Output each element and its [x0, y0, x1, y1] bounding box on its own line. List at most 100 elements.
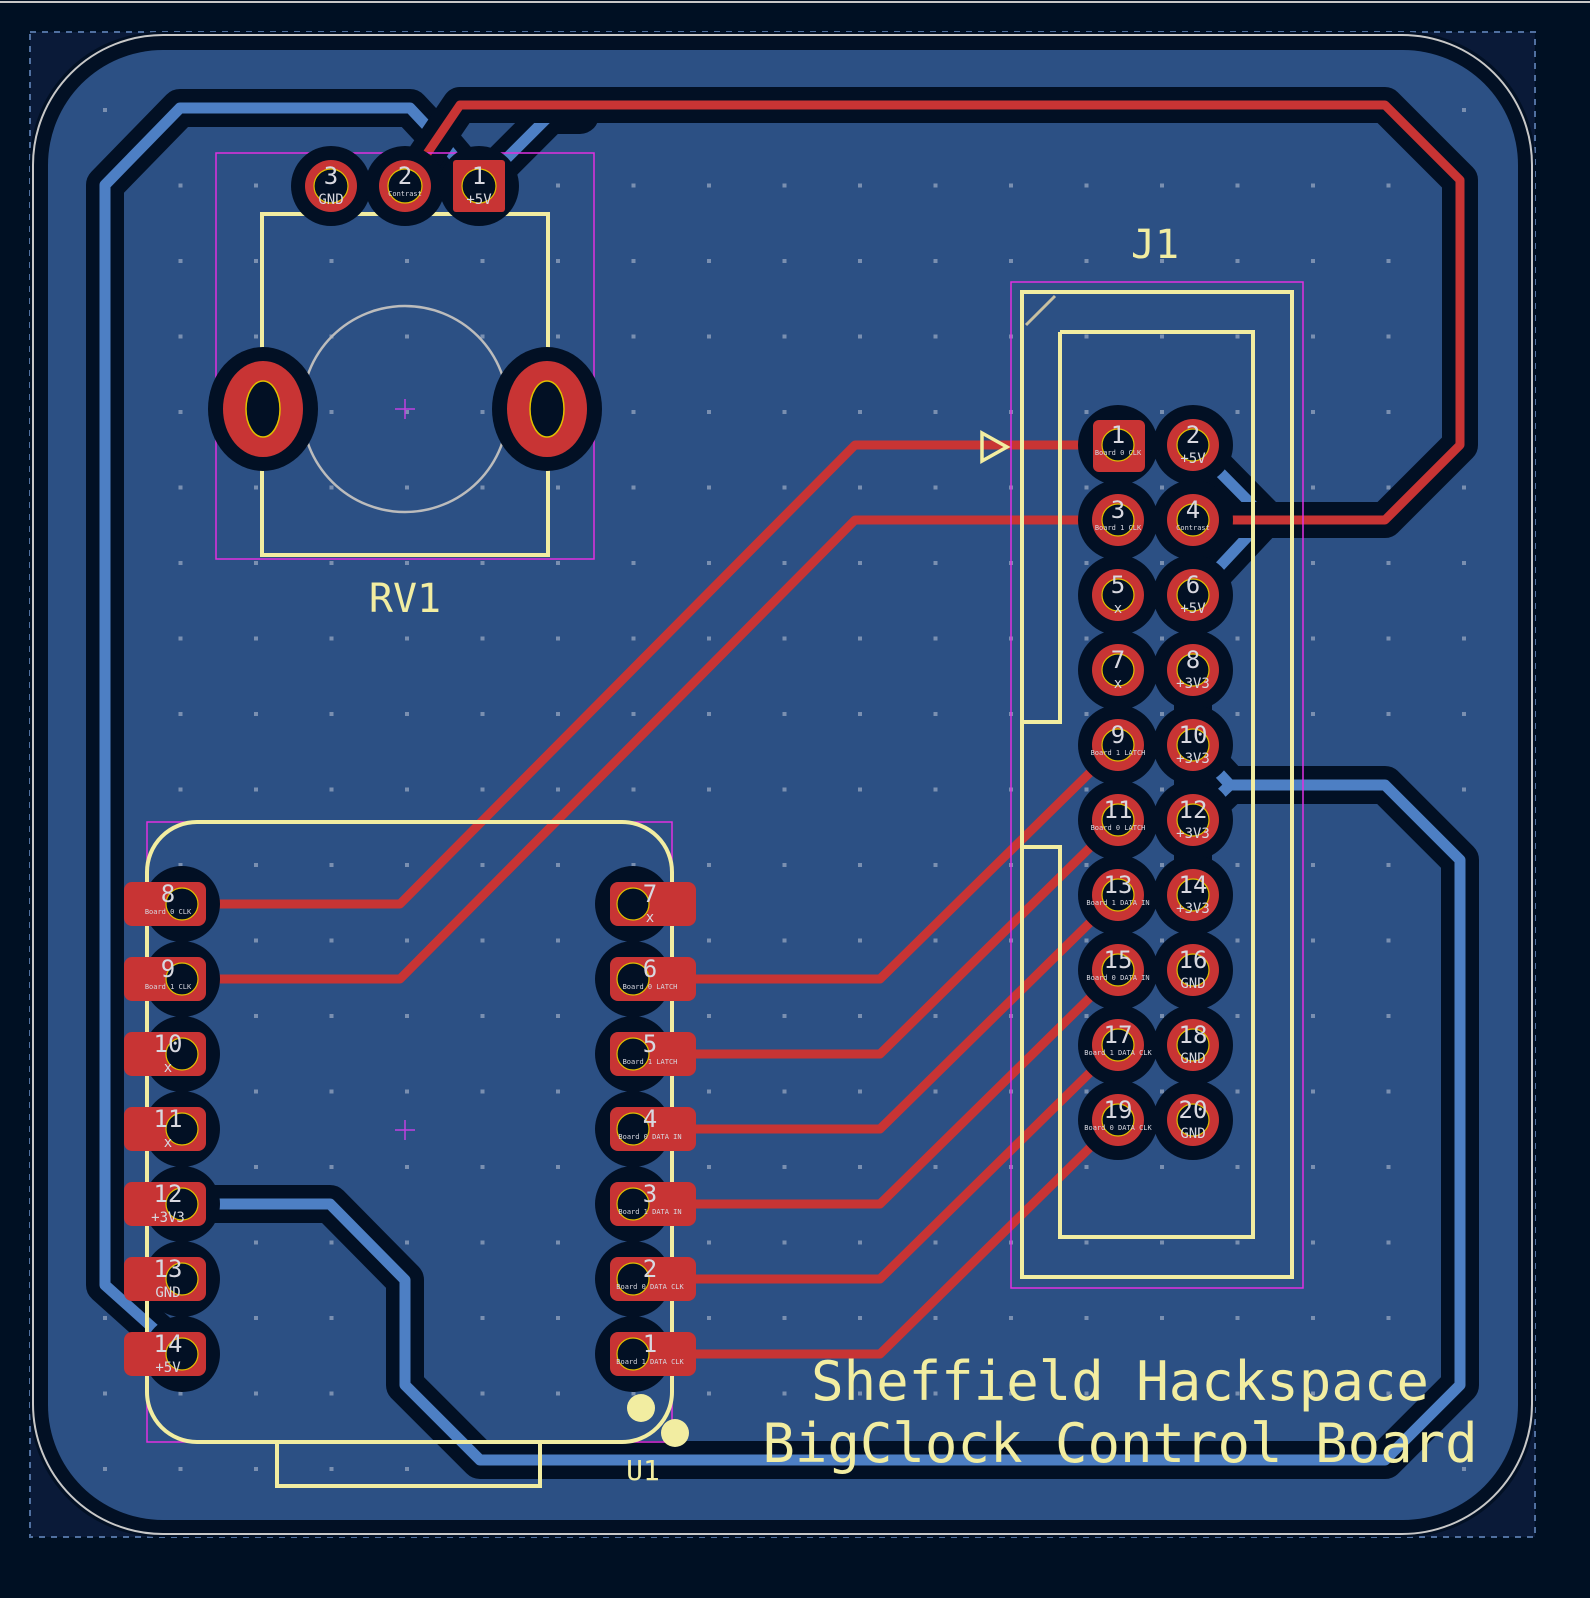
pad-11[interactable]: 11x [124, 1091, 220, 1167]
pad-net-label: +3V3 [1176, 826, 1210, 842]
copper-pour [48, 50, 1518, 1520]
grid-dot [405, 1014, 409, 1018]
grid-dot [858, 561, 862, 565]
grid-dot [1311, 863, 1315, 867]
trace-board1-data-clk[interactable] [628, 1115, 1123, 1359]
trace-board1-data-in[interactable] [628, 965, 1123, 1209]
grid-dot [1084, 712, 1089, 716]
grid-dot [933, 561, 938, 565]
pad-12[interactable]: 12+3V3 [1153, 780, 1233, 860]
pad-drill-hole [165, 887, 199, 921]
grid-dot [1084, 1391, 1089, 1396]
grid-dot [1160, 787, 1164, 792]
pad-8[interactable]: 8+3V3 [1153, 630, 1233, 710]
pad-10[interactable]: 10x [124, 1016, 220, 1092]
grid-dot [782, 259, 787, 263]
trace-board0-latch[interactable] [628, 740, 1123, 984]
pad-1[interactable]: 1+5V [439, 146, 519, 226]
pad-net-label: Board 0 LATCH [623, 983, 678, 991]
trace-board1-clk[interactable] [177, 515, 1123, 984]
grid-dot [405, 1089, 409, 1094]
grid-dot [480, 1316, 485, 1320]
trace-contrast[interactable] [400, 100, 1465, 525]
grid-dot [1311, 561, 1315, 565]
front-copper-layer [177, 87, 1478, 1359]
trace-board0-data-clk[interactable] [628, 1040, 1123, 1284]
grid-dot [1386, 1165, 1391, 1169]
pad-drill-hole [1101, 1103, 1135, 1137]
grid-dot [254, 787, 258, 792]
u1-reference: U1 [626, 1454, 660, 1487]
pad-net-label: Board 0 DATA IN [618, 1133, 681, 1141]
trace-board1-latch[interactable] [628, 815, 1123, 1059]
grid-dot [858, 712, 862, 716]
u1-pin1-dot-2 [661, 1419, 689, 1447]
grid-dot [1160, 561, 1164, 565]
grid-dot [1084, 334, 1089, 339]
grid-dot [405, 259, 409, 263]
pad-14[interactable]: 14+5V [124, 1316, 220, 1392]
grid-dot [933, 259, 938, 263]
pad-5[interactable]: 5x [1078, 555, 1158, 635]
pad-7[interactable]: 7x [595, 866, 696, 942]
pad-14[interactable]: 14+3V3 [1153, 855, 1233, 935]
pad-drill-hole [461, 168, 497, 204]
trace-board0-data-in[interactable] [628, 890, 1123, 1134]
grid-dot [1160, 1014, 1164, 1018]
grid-dot [1311, 183, 1315, 188]
grid-dot [556, 334, 560, 339]
pad-12[interactable]: 12+3V3 [124, 1166, 220, 1242]
grid-dot [1386, 1316, 1391, 1320]
grid-dot [1311, 259, 1315, 263]
grid-dot [631, 712, 636, 716]
grid-dot [1386, 1391, 1391, 1396]
grid-dot [178, 636, 183, 641]
trace-3v3-loop[interactable] [176, 779, 1466, 1466]
grid-dot [1311, 712, 1315, 716]
grid-dot [405, 938, 409, 943]
pad-number: 11 [154, 1105, 183, 1133]
pad-7[interactable]: 7x [1078, 630, 1158, 710]
pad-net-label: Board 1 DATA IN [618, 1208, 681, 1216]
trace-board0-clk[interactable] [177, 440, 1123, 909]
pad-number: 7 [1111, 646, 1125, 674]
pad-drill-hole [313, 168, 349, 204]
grid-dot [782, 410, 787, 414]
grid-dot [782, 636, 787, 641]
grid-dot [254, 1467, 258, 1471]
pad-10[interactable]: 10+3V3 [1153, 705, 1233, 785]
grid-dot [933, 334, 938, 339]
pad-2[interactable]: 2+5V [1153, 405, 1233, 485]
grid-dot [631, 561, 636, 565]
pad-6[interactable]: 6+5V [1153, 555, 1233, 635]
pad-number: 10 [154, 1030, 183, 1058]
